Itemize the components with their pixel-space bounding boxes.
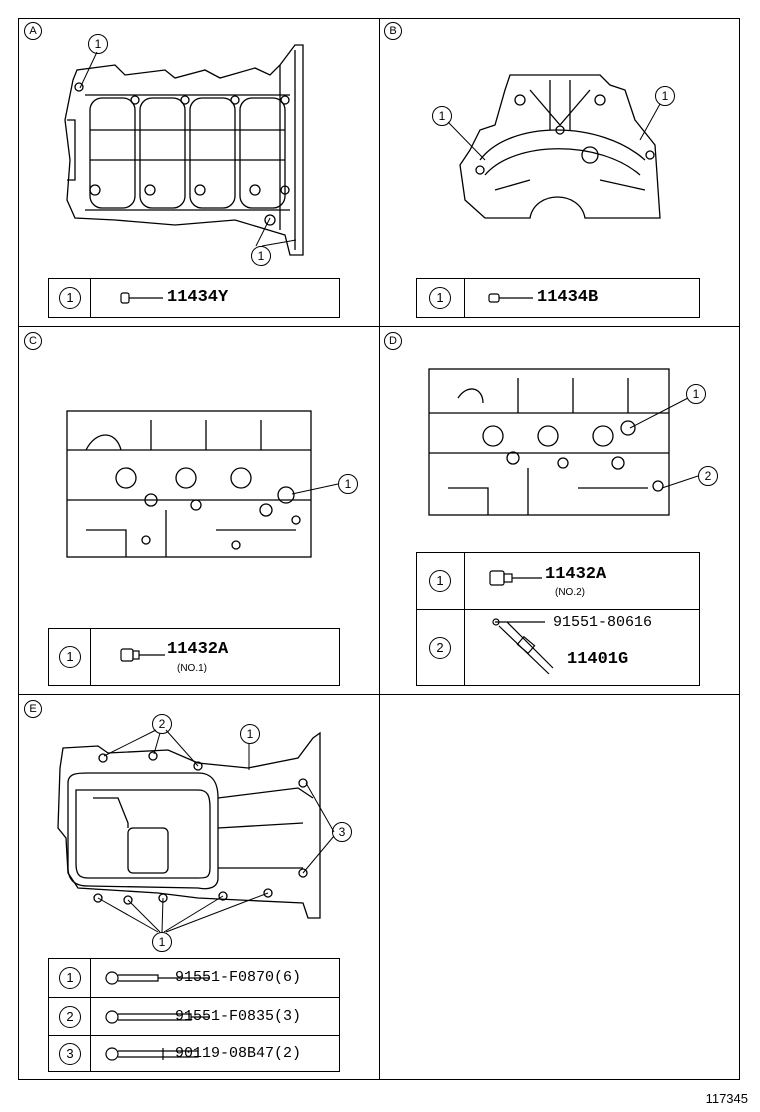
parts-row: 2 91551-F0835(3) [49,997,339,1035]
plug-icon [120,292,163,304]
part-number: 91551-F0870(6) [175,969,302,986]
knock-sensor-icon [492,618,554,675]
panel-c-parts-table: 1 11432A (NO.1) [48,628,340,686]
parts-row: 1 11432A (NO.2) [417,553,699,609]
panel-c-callout-1: 1 [338,474,358,494]
part-number: 11434B [537,288,599,307]
part-note: (NO.2) [555,587,585,598]
figure-number: 117345 [705,1091,748,1106]
bolt-icon [105,971,209,985]
panel-a-parts-table: 1 11434Y [48,278,340,318]
row-divider-2 [18,694,740,695]
row-index: 1 [59,646,81,668]
panel-b-callout-1: 1 [432,106,452,126]
panel-d-label: D [384,332,402,350]
cylinder-block-side-drawing [64,44,304,256]
panel-e-callout-3: 3 [332,822,352,842]
panel-b-parts-table: 1 11434B [416,278,700,318]
parts-row: 1 91551-F0870(6) [49,959,339,997]
part-number: 11434Y [167,288,229,307]
row-index: 2 [59,1006,81,1028]
parts-row: 1 11434B [417,279,699,317]
panel-e-callout-1-top: 1 [240,724,260,744]
part-number: 11432A [167,640,229,659]
row-index: 1 [59,287,81,309]
panel-a-callout-2: 1 [251,246,271,266]
row-index: 3 [59,1043,81,1065]
parts-row: 1 11434Y [49,279,339,317]
parts-row: 2 91551-80616 11401G [417,609,699,685]
row-divider-1 [18,326,740,327]
panel-d-parts-table: 1 11432A (NO.2) 2 91551-80616 11401G [416,552,700,686]
panel-d-callout-1: 1 [686,384,706,404]
part-number: 91551-80616 [553,614,653,631]
panel-c-label: C [24,332,42,350]
panel-a-label: A [24,22,42,40]
bolt-icon [105,1010,209,1024]
part-number: 90119-08B47(2) [175,1045,302,1062]
parts-row: 1 11432A (NO.1) [49,629,339,685]
cylinder-block-end-drawing [459,74,661,219]
panel-d-callout-2: 2 [698,466,718,486]
panel-a-callout-1: 1 [88,34,108,54]
sensor-plug-icon [489,570,542,586]
panel-e-callout-2: 2 [152,714,172,734]
part-note: (NO.1) [177,663,207,674]
stud-bolt-icon [105,1047,199,1061]
row-index: 1 [429,570,451,592]
panel-e-parts-table: 1 91551-F0870(6) 2 91551-F0835(3) 3 9011… [48,958,340,1072]
parts-row: 3 90119-08B47(2) [49,1035,339,1071]
part-number: 91551-F0835(3) [175,1008,302,1025]
row-index: 1 [429,287,451,309]
row-index: 1 [59,967,81,989]
cylinder-block-bottom-drawing-d [428,368,670,516]
part-number: 11432A [545,565,607,584]
panel-e-label: E [24,700,42,718]
sensor-plug-icon [120,648,165,662]
panel-e-callout-1-bottom: 1 [152,932,172,952]
plug-icon [488,293,533,303]
panel-b-label: B [384,22,402,40]
cylinder-block-bottom-drawing-c [66,410,312,558]
panel-b-callout-2: 1 [655,86,675,106]
oil-pan-drawing [57,731,321,919]
part-number-2: 11401G [567,650,629,669]
column-divider [379,18,380,1080]
row-index: 2 [429,637,451,659]
